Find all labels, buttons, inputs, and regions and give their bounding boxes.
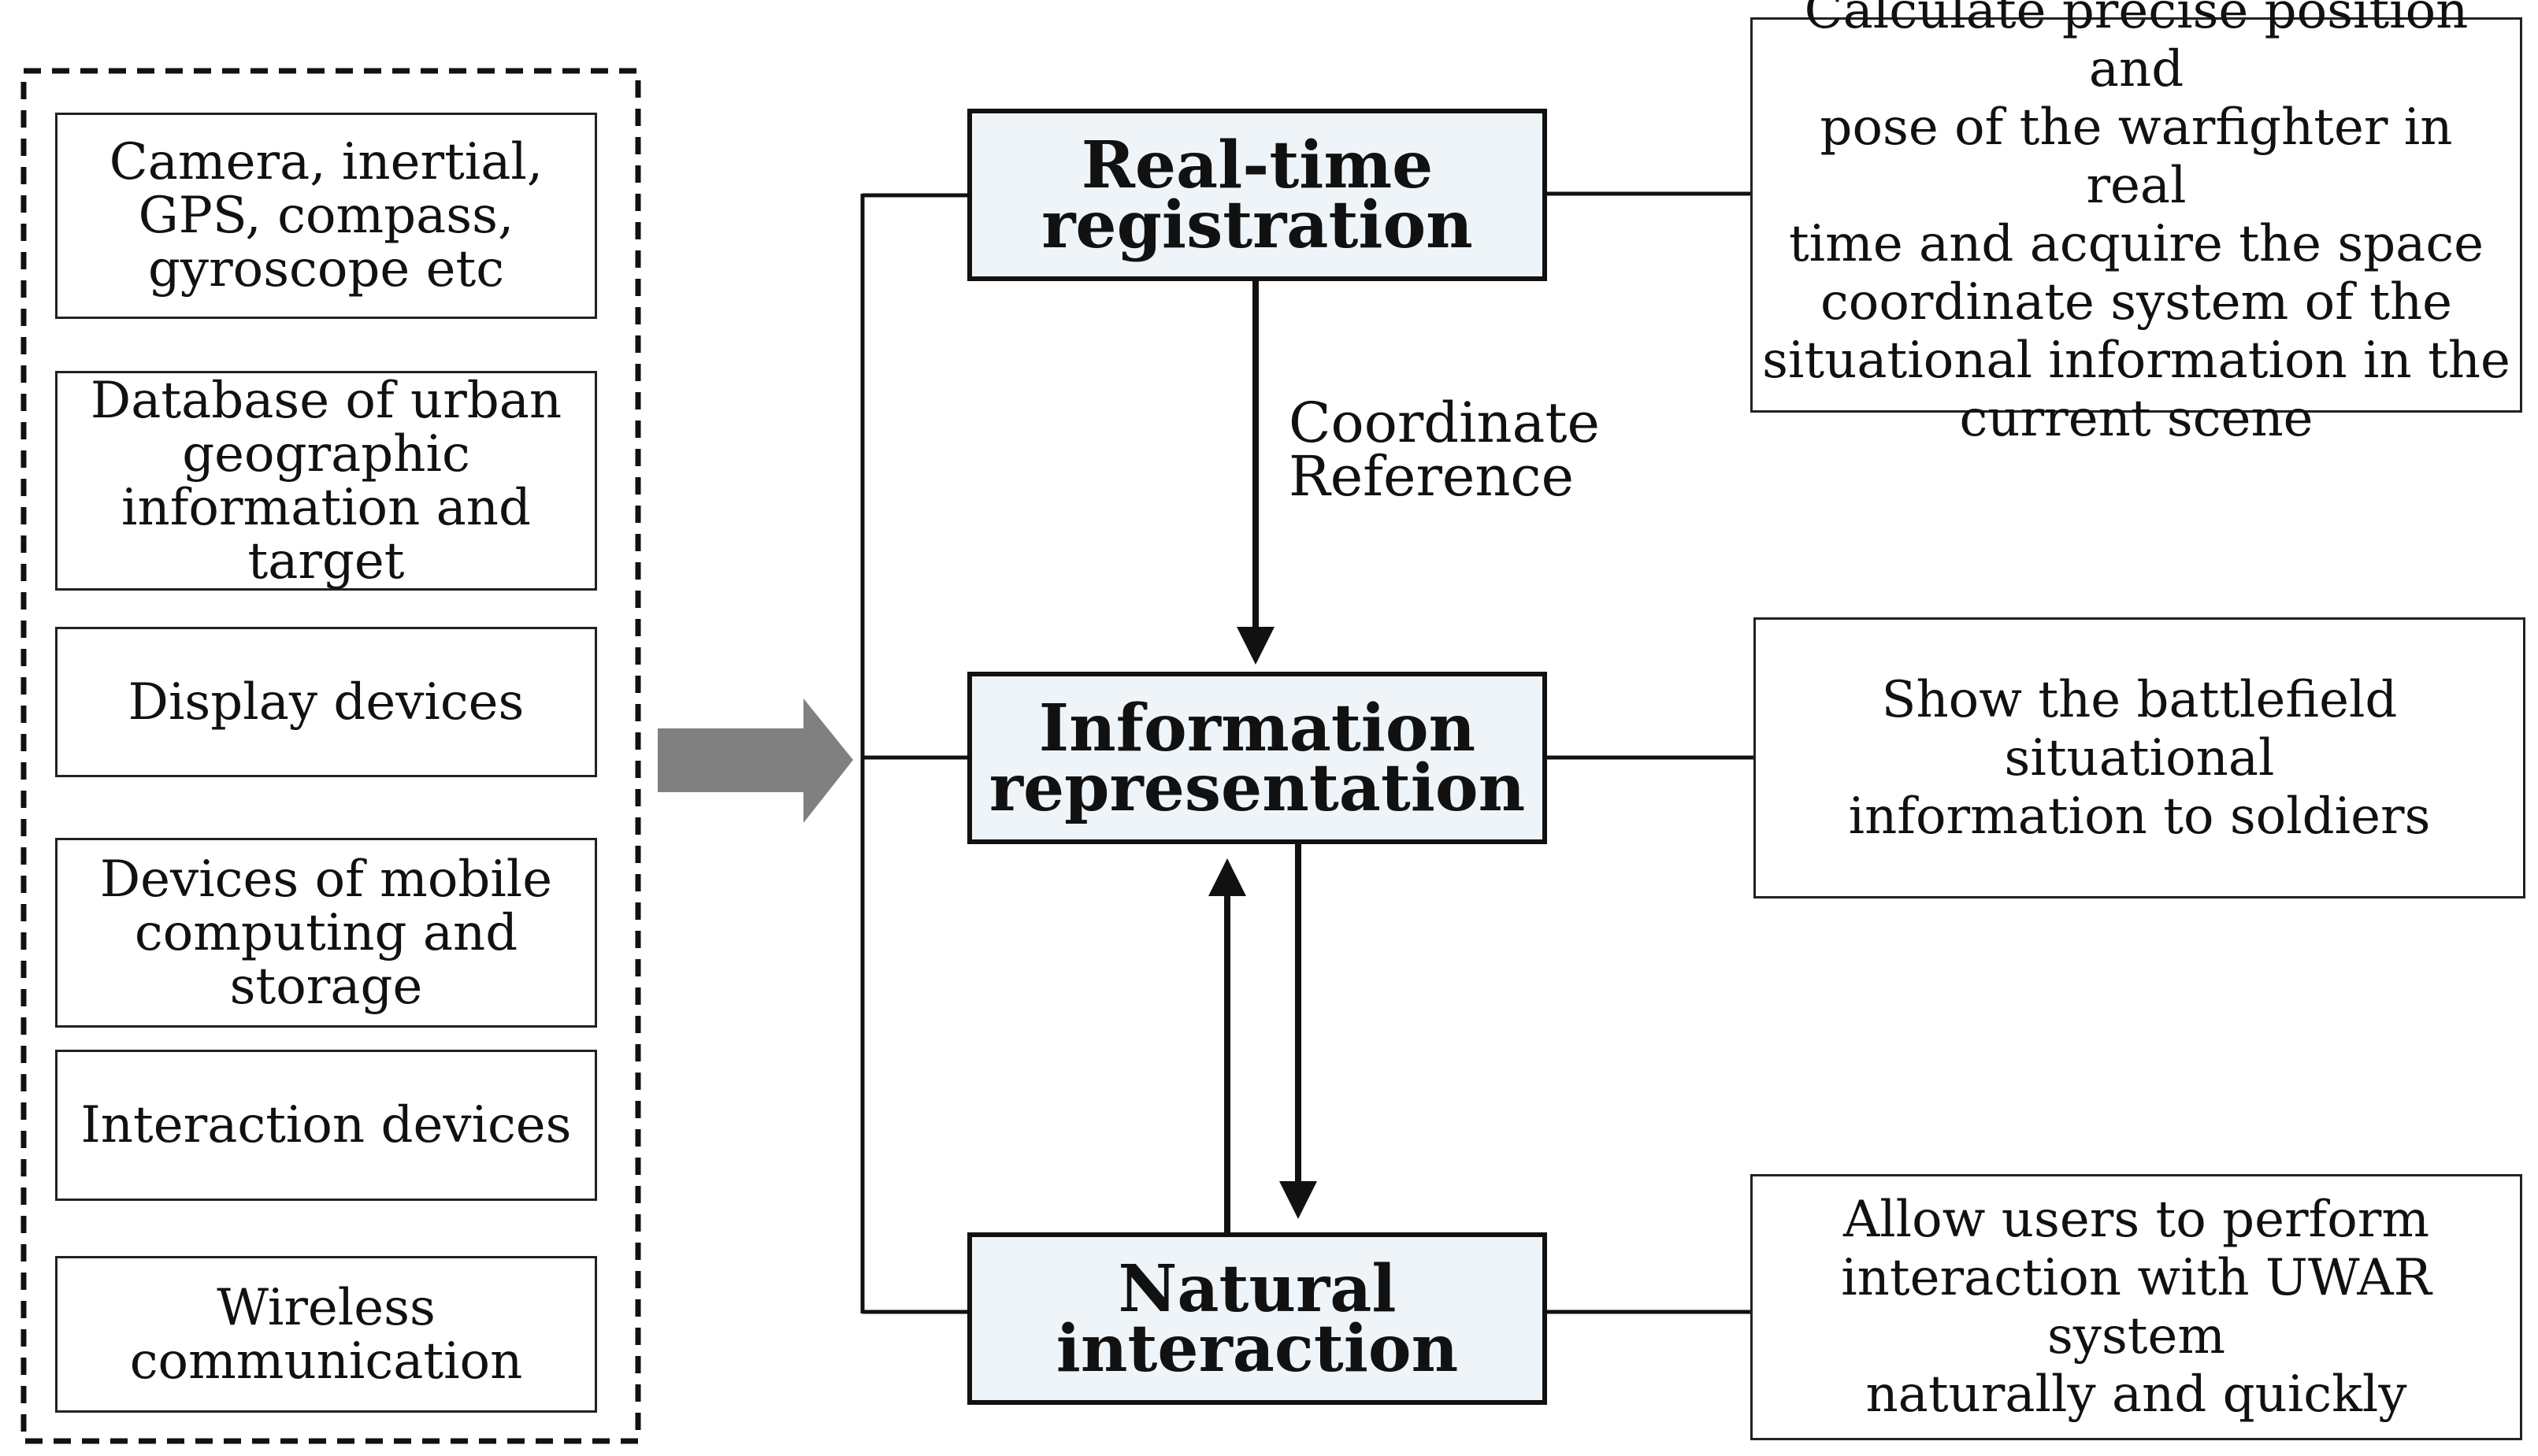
text-line: Calculate precise position and — [1804, 0, 2469, 98]
text-line: Allow users to perform — [1842, 1191, 2430, 1249]
text-line: Reference — [1289, 444, 1575, 509]
text-line: Database of urban — [90, 371, 562, 430]
text-line: geographic — [182, 424, 470, 483]
text-line: Information — [1038, 690, 1476, 766]
text-line: GPS, compass, — [138, 187, 514, 245]
text-line: information and target — [121, 478, 531, 591]
text-line: situational information in the — [1762, 332, 2510, 390]
text-line: Real-time — [1081, 127, 1434, 203]
hardware-sensors-box: Camera, inertial,GPS, compass,gyroscope … — [55, 113, 597, 319]
text-line: Devices of mobile — [99, 850, 553, 909]
text-line: information to soldiers — [1848, 787, 2431, 846]
text-line: Display devices — [128, 672, 525, 732]
text-line: current scene — [1959, 390, 2314, 448]
text-line: Natural — [1118, 1250, 1397, 1327]
input-arrow-icon — [658, 698, 853, 823]
text-line: gyroscope etc — [147, 240, 505, 298]
text-line: Wireless — [217, 1278, 436, 1337]
text-line: interaction with UWAR system — [1841, 1249, 2432, 1365]
hardware-interaction-box: Interaction devices — [55, 1050, 597, 1201]
text-line: computing and storage — [134, 903, 518, 1016]
text-line: interaction — [1056, 1310, 1459, 1387]
text-line: Interaction devices — [80, 1096, 572, 1154]
text-line: representation — [989, 750, 1526, 826]
text-line: communication — [129, 1332, 523, 1391]
text-line: Coordinate — [1289, 391, 1600, 455]
coordinate-reference-label: Coordinate Reference — [1289, 391, 1600, 509]
hardware-display-box: Display devices — [55, 627, 597, 777]
text-line: coordinate system of the — [1820, 273, 2453, 332]
text-line: Camera, inertial, — [109, 133, 544, 191]
text-line: pose of the warfighter in real — [1820, 98, 2453, 215]
text-line: naturally and quickly — [1865, 1365, 2407, 1424]
text-line: time and acquire the space — [1788, 215, 2484, 273]
text-line: Show the battlefield situational — [1881, 670, 2398, 787]
text-line: registration — [1041, 187, 1473, 263]
